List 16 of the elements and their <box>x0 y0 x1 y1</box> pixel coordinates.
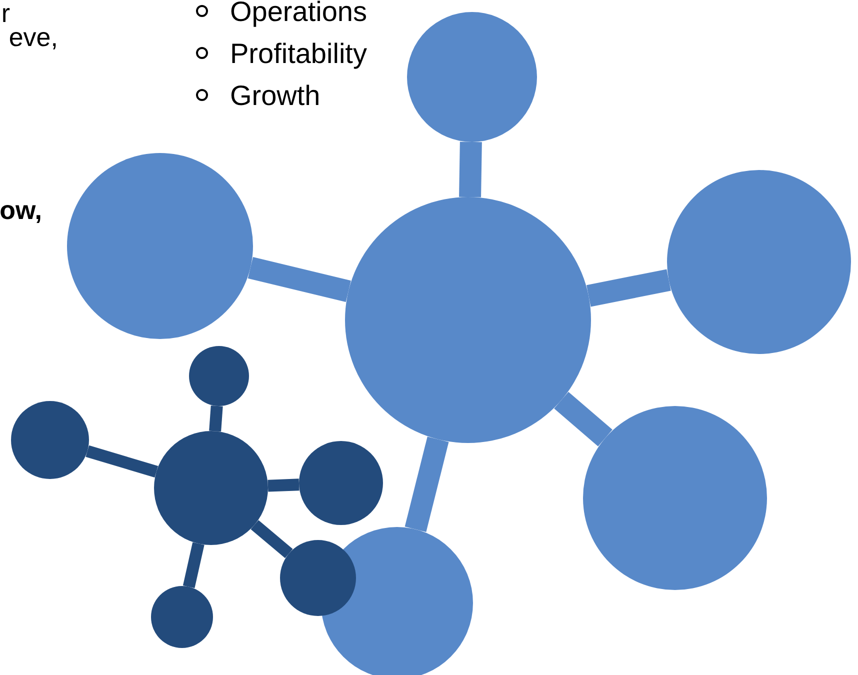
text-fragment: ow, <box>0 197 42 223</box>
bullet-item: Profitability <box>196 40 367 68</box>
text-fragment: eve, <box>8 24 58 50</box>
connector-line <box>250 520 293 558</box>
connector-line <box>459 142 482 198</box>
text-fragment: r <box>1 0 10 26</box>
connector-line <box>586 269 671 307</box>
connector-line <box>86 445 158 478</box>
connector-line <box>248 257 351 302</box>
connector-line <box>268 478 300 492</box>
connector-line <box>209 405 223 432</box>
connector-line <box>404 436 449 532</box>
bullet-item: Operations <box>196 0 367 26</box>
bullet-item: Growth <box>196 82 320 110</box>
connector-line <box>554 392 612 446</box>
connector-line <box>182 542 204 588</box>
